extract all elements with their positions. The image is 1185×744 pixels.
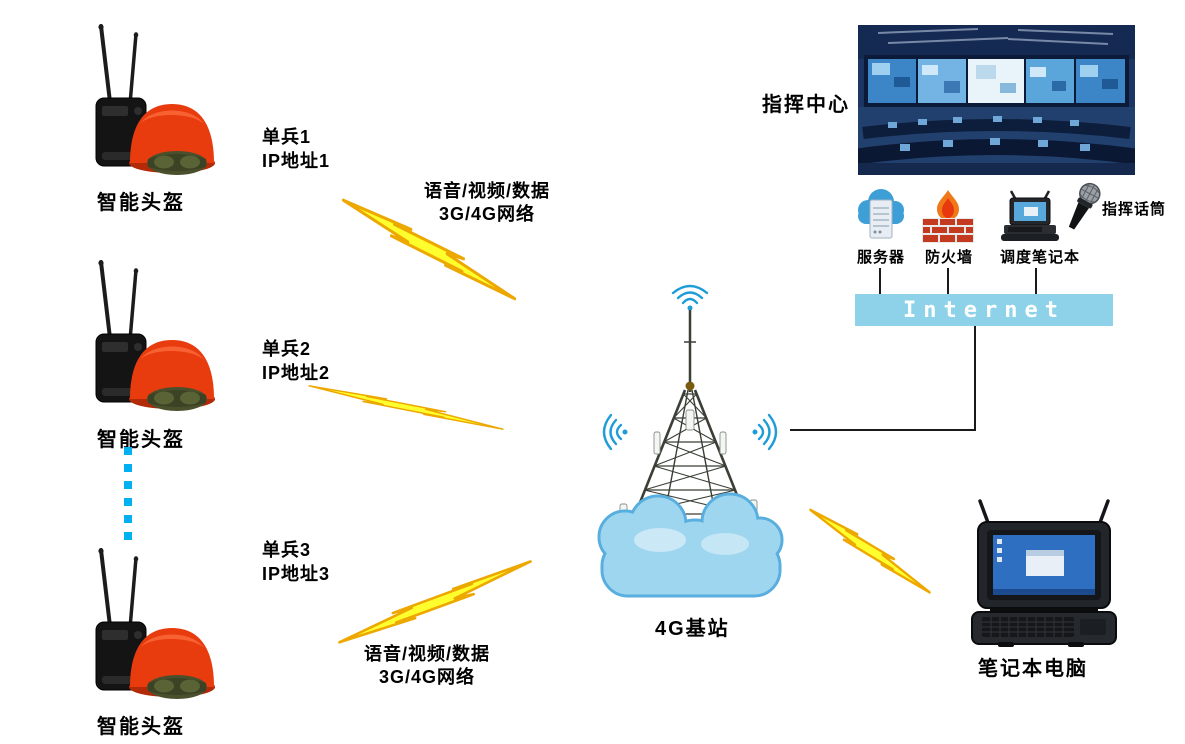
wifi-signal-icon [671, 284, 709, 305]
control-room-photo [858, 25, 1135, 175]
soldier-1-info: 单兵1 IP地址1 [262, 126, 330, 174]
rugged-laptop-icon [971, 499, 1117, 647]
radio-link-label-bottom: 语音/视频/数据 3G/4G网络 [352, 643, 502, 690]
more-units-dotted-line [124, 447, 132, 549]
command-center-label: 指挥中心 [762, 94, 850, 116]
helmet-label-3: 智能头盔 [97, 716, 185, 738]
microphone-label: 指挥话筒 [1102, 201, 1167, 218]
dispatch-laptop-label: 调度笔记本 [1000, 249, 1081, 266]
lightning-bolt-icon [341, 198, 517, 301]
soldier-3-ip: IP地址3 [262, 563, 331, 584]
smart-helmet-icon [95, 260, 215, 411]
internet-label: Internet [903, 297, 1065, 323]
soldier-1-name: 单兵1 [262, 127, 312, 147]
lightning-bolt-icon [338, 560, 532, 644]
network-type-text: 3G/4G网络 [438, 204, 536, 225]
soldier-2-info: 单兵2 IP地址2 [262, 338, 330, 386]
soldier-3-info: 单兵3 IP地址3 [262, 539, 330, 587]
laptop-icon [1001, 190, 1059, 241]
base-station-label: 4G基站 [655, 618, 730, 640]
field-laptop-label: 笔记本电脑 [978, 658, 1088, 680]
soldier-2-name: 单兵2 [262, 339, 312, 359]
server-label: 服务器 [857, 249, 906, 266]
soldier-2-ip: IP地址2 [262, 362, 331, 383]
network-type-text: 3G/4G网络 [378, 667, 476, 688]
radio-link-label-top: 语音/视频/数据 3G/4G网络 [412, 180, 562, 227]
microphone-icon [1068, 182, 1101, 230]
lightning-bolt-icon [809, 508, 931, 594]
cloud-icon [597, 492, 784, 598]
smart-helmet-icon [95, 24, 215, 175]
lightning-bolt-icon [308, 385, 504, 430]
voice-video-data-text: 语音/视频/数据 [423, 181, 550, 201]
server-cloud-icon [858, 189, 904, 239]
internet-bar: Internet [855, 294, 1113, 326]
firewall-icon [922, 190, 974, 243]
soldier-1-ip: IP地址1 [262, 150, 331, 171]
helmet-label-2: 智能头盔 [97, 429, 185, 451]
soldier-3-name: 单兵3 [262, 540, 312, 560]
helmet-label-1: 智能头盔 [97, 192, 185, 214]
firewall-label: 防火墙 [925, 249, 974, 266]
voice-video-data-text: 语音/视频/数据 [363, 644, 490, 664]
smart-helmet-icon [95, 548, 215, 699]
cell-tower-icon [597, 284, 784, 598]
